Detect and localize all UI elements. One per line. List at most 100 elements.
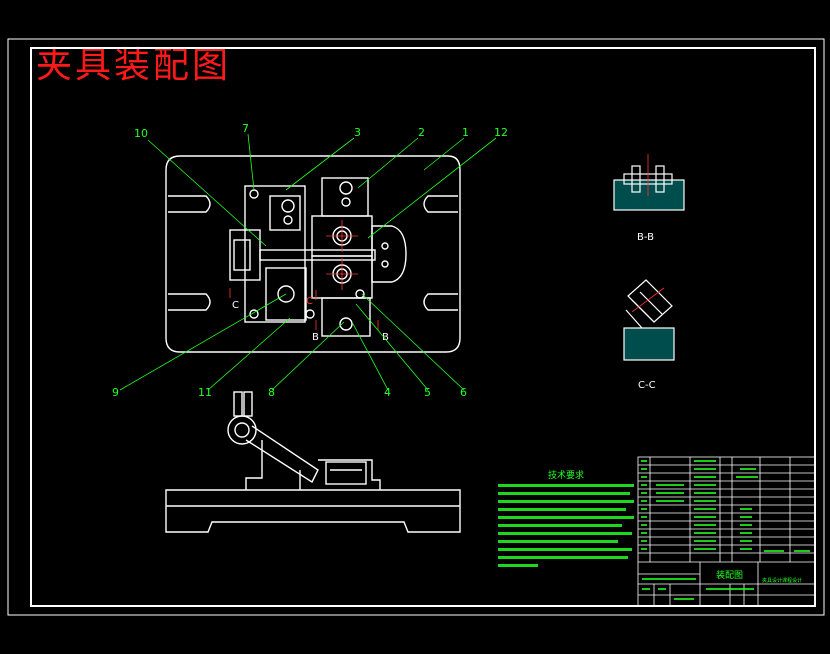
section-b-label-1: B xyxy=(312,332,319,343)
leader-8 xyxy=(271,321,345,391)
left-support xyxy=(244,185,306,323)
upper-detail xyxy=(269,195,301,231)
left-clamp-inner xyxy=(233,239,251,271)
section-b-label-2: B xyxy=(382,332,389,343)
cc-line-1 xyxy=(631,299,655,323)
front-pivot-inner xyxy=(234,422,250,438)
front-right-block xyxy=(318,459,381,490)
note-line-3 xyxy=(498,500,634,503)
right-tab xyxy=(371,225,407,283)
note-line-2 xyxy=(498,492,630,495)
drawing-title: 夹具装配图 xyxy=(36,45,232,86)
leader-6 xyxy=(361,293,465,391)
bolt-hole-11 xyxy=(249,189,259,199)
leader-9 xyxy=(119,293,287,391)
cc-centerline xyxy=(631,287,665,313)
section-c-label-2: C xyxy=(306,296,313,307)
bom-grid xyxy=(638,457,815,563)
note-line-9 xyxy=(498,548,632,551)
callout-7: 7 xyxy=(242,122,249,135)
leader-1 xyxy=(423,137,465,171)
slot-left-top xyxy=(168,195,211,213)
title-block-frame xyxy=(637,456,816,607)
note-line-10 xyxy=(498,556,628,559)
note-line-7 xyxy=(498,532,632,535)
bolt-hole-5 xyxy=(339,317,353,331)
locating-rod xyxy=(259,249,376,261)
slot-left-bottom xyxy=(168,293,211,311)
bolt-hole-8 xyxy=(277,285,295,303)
section-cc xyxy=(623,279,675,361)
section-c-label-1: C xyxy=(232,300,239,311)
callout-12: 12 xyxy=(494,126,508,139)
bolt-hole-10 xyxy=(381,260,389,268)
note-line-11 xyxy=(498,564,538,567)
note-line-4 xyxy=(498,508,626,511)
bb-pin-1 xyxy=(631,165,641,193)
bb-pin-2 xyxy=(655,165,665,193)
section-cc-label: C-C xyxy=(638,380,656,391)
callout-5: 5 xyxy=(424,386,431,399)
inner-frame xyxy=(30,47,816,607)
note-line-8 xyxy=(498,540,618,543)
cc-body xyxy=(623,327,675,361)
bb-hatch xyxy=(614,180,684,210)
bolt-hole-13 xyxy=(305,309,315,319)
slot-right-bottom xyxy=(423,293,458,311)
leader-5 xyxy=(355,303,429,391)
front-arm xyxy=(245,425,319,484)
callout-8: 8 xyxy=(268,386,275,399)
front-pivot-outer xyxy=(227,415,257,445)
callout-4: 4 xyxy=(384,386,391,399)
right-top-block xyxy=(321,177,369,217)
leader-11 xyxy=(207,317,291,391)
title-block xyxy=(637,456,816,607)
leader-2 xyxy=(357,137,419,189)
leader-lines xyxy=(119,133,497,391)
bolt-hole-3 xyxy=(339,181,353,195)
section-bb xyxy=(613,154,685,211)
callout-9: 9 xyxy=(112,386,119,399)
bolt-hole-12 xyxy=(249,309,259,319)
callout-3: 3 xyxy=(354,126,361,139)
cc-line-2 xyxy=(639,291,663,315)
front-post-1 xyxy=(233,391,243,417)
leader-7 xyxy=(247,133,255,191)
leader-12 xyxy=(367,137,497,239)
front-clamp xyxy=(325,461,367,485)
title-grid xyxy=(638,562,815,606)
lower-detail xyxy=(265,267,307,321)
front-support xyxy=(245,440,263,490)
base-plate-outline xyxy=(165,155,461,353)
bb-body xyxy=(613,179,685,211)
right-bottom-block xyxy=(321,297,371,337)
bolt-hole-14 xyxy=(355,289,365,299)
front-base xyxy=(165,489,461,533)
section-bb-label: B-B xyxy=(637,232,654,243)
note-line-5 xyxy=(498,516,634,519)
bolt-hole-4 xyxy=(341,197,351,207)
bolt-hole-9 xyxy=(381,242,389,250)
note-line-6 xyxy=(498,524,622,527)
leader-4 xyxy=(351,321,389,391)
centerlines xyxy=(229,220,379,330)
callout-11: 11 xyxy=(198,386,212,399)
slot-right-top xyxy=(423,195,458,213)
title-block-drawing-name: 装配图 xyxy=(716,569,743,581)
callout-2: 2 xyxy=(418,126,425,139)
technical-notes: 技术要求 xyxy=(498,469,634,567)
title-block-project-name: 夹具设计课程设计 xyxy=(762,577,802,584)
top-view xyxy=(165,155,461,353)
front-view xyxy=(165,391,461,533)
cc-hatch xyxy=(624,328,674,360)
callout-6: 6 xyxy=(460,386,467,399)
bom-text-marks xyxy=(641,460,810,600)
front-post-2 xyxy=(243,391,253,417)
bolt-hole-7 xyxy=(283,215,293,225)
leader-3 xyxy=(285,137,355,191)
outer-frame xyxy=(7,38,825,616)
note-line-1 xyxy=(498,484,634,487)
callout-1: 1 xyxy=(462,126,469,139)
notes-heading: 技术要求 xyxy=(548,469,584,481)
